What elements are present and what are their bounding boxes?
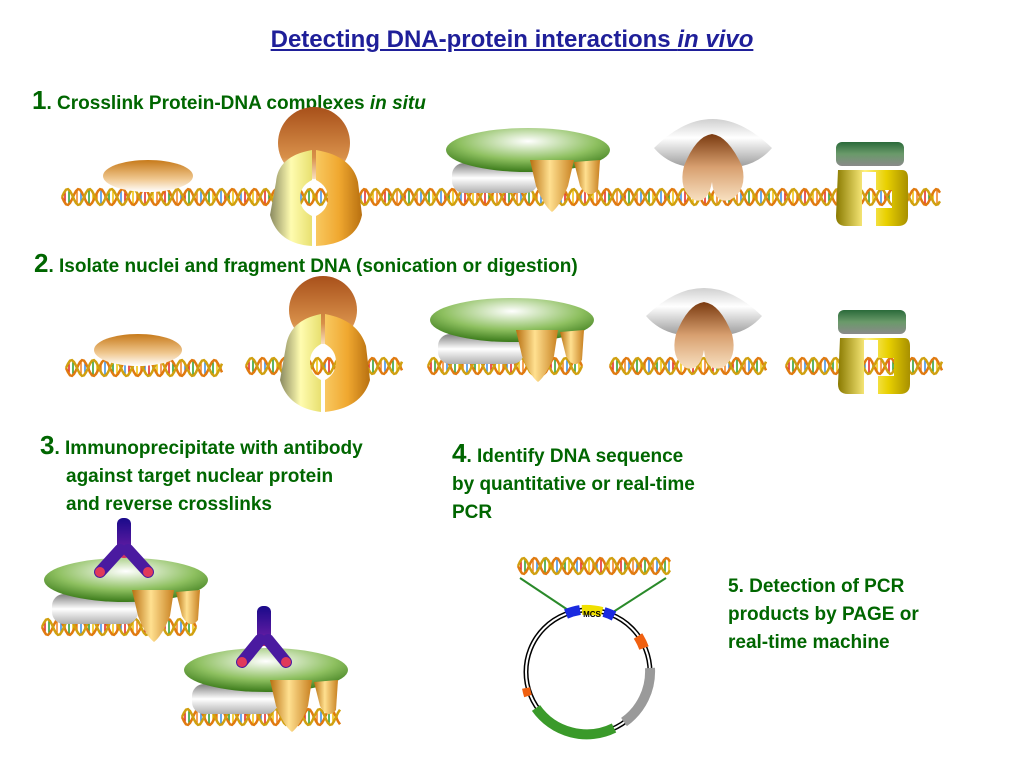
dna-backbone	[244, 356, 404, 376]
dna-layer	[40, 187, 944, 727]
green-complex	[446, 128, 610, 212]
dna-backbone	[516, 556, 672, 576]
plasmid-diagram: MCS	[519, 577, 667, 740]
step-4-number: 4	[452, 438, 467, 468]
dna-strand	[244, 356, 404, 376]
row1-proteins	[103, 107, 908, 246]
ip-complex-1	[44, 518, 208, 642]
yellow-block-protein-2	[838, 310, 910, 394]
step-5-label: 5. Detection of PCR products by PAGE or …	[728, 576, 919, 653]
orange-oval-protein-2	[94, 334, 182, 366]
step-1-label: 1. Crosslink Protein-DNA complexes in si…	[32, 85, 426, 115]
yellow-block-protein	[836, 142, 908, 226]
step-3-number: 3	[40, 430, 55, 460]
page-title: Detecting DNA-protein interactions in vi…	[270, 26, 754, 53]
step-4-label: 4. Identify DNA sequence by quantitative…	[452, 438, 695, 523]
step-3-label: 3. Immunoprecipitate with antibody again…	[40, 430, 363, 515]
antibody-icon-2	[236, 606, 292, 668]
dna-backbone	[516, 556, 672, 576]
dna-backbone	[60, 187, 942, 207]
tent-protein	[654, 119, 772, 201]
dna-backbone	[64, 358, 224, 378]
tent-protein-2	[646, 288, 762, 369]
dna-strand	[784, 356, 944, 376]
step-1-number: 1	[32, 85, 47, 115]
step-2-label: 2. Isolate nuclei and fragment DNA (soni…	[34, 248, 578, 278]
dna-backbone	[60, 187, 942, 207]
row2-proteins	[94, 276, 910, 412]
green-complex-2	[430, 298, 594, 382]
ip-complex-2	[184, 606, 348, 732]
step-2-number: 2	[34, 248, 49, 278]
orange-oval-protein	[103, 160, 193, 192]
yellow-orange-dimer-2	[280, 276, 370, 412]
dna-strand	[516, 556, 672, 576]
title-italic: in vivo	[677, 26, 754, 53]
antibody-icon	[94, 518, 154, 578]
dna-backbone	[244, 356, 404, 376]
mcs-label: MCS	[583, 610, 601, 619]
yellow-orange-dimer	[270, 107, 362, 246]
